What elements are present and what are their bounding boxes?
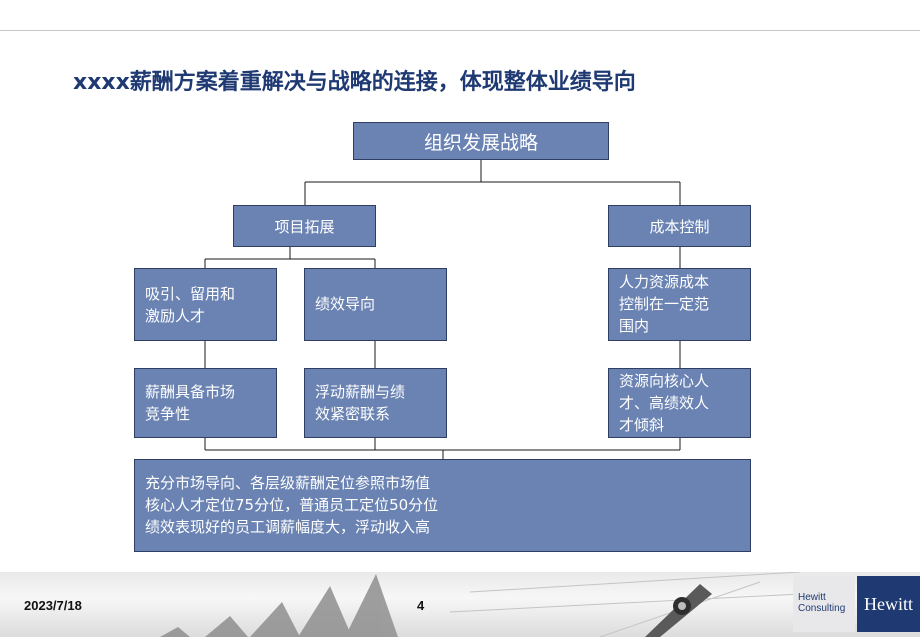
attract-talent-label: 吸引、留用和 激励人才 <box>145 285 236 325</box>
slide-title: xxxx薪酬方案着重解决与战略的连接，体现整体业绩导向 <box>73 70 636 95</box>
performance-orientation-label: 绩效导向 <box>315 295 376 313</box>
hewitt-consulting-logo: Hewitt Consulting <box>793 576 855 632</box>
resource-tilt-box: 资源向核心人 才、高绩效人 才倾斜 <box>608 368 751 438</box>
market-competitive-box: 薪酬具备市场 竞争性 <box>134 368 277 438</box>
page-number: 4 <box>417 598 425 613</box>
attract-talent-box: 吸引、留用和 激励人才 <box>134 268 277 341</box>
hewitt-logo-text: Hewitt <box>864 593 913 614</box>
performance-orientation-box: 绩效导向 <box>304 268 447 341</box>
top-divider <box>0 30 920 31</box>
float-pay-box: 浮动薪酬与绩 效紧密联系 <box>304 368 447 438</box>
footer-band <box>0 572 920 637</box>
hr-cost-box: 人力资源成本 控制在一定范 围内 <box>608 268 751 341</box>
footer-background <box>0 572 920 637</box>
strategy-root-box: 组织发展战略 <box>353 122 609 160</box>
project-expansion-box: 项目拓展 <box>233 205 376 247</box>
footer-bar-chart-graphic <box>160 572 801 637</box>
float-pay-label: 浮动薪酬与绩 效紧密联系 <box>315 383 406 423</box>
hewitt-consulting-text: Hewitt Consulting <box>798 592 846 614</box>
cost-control-box: 成本控制 <box>608 205 751 247</box>
project-expansion-label: 项目拓展 <box>274 217 335 236</box>
hr-cost-label: 人力资源成本 控制在一定范 围内 <box>619 273 710 335</box>
summary-label: 充分市场导向、各层级薪酬定位参照市场值 核心人才定位75分位，普通员工定位50分… <box>145 474 439 536</box>
footer-date: 2023/7/18 <box>24 598 82 613</box>
summary-box: 充分市场导向、各层级薪酬定位参照市场值 核心人才定位75分位，普通员工定位50分… <box>134 459 751 552</box>
strategy-root-label: 组织发展战略 <box>423 131 538 154</box>
hewitt-logo: Hewitt <box>857 576 920 632</box>
resource-tilt-label: 资源向核心人 才、高绩效人 才倾斜 <box>619 372 710 434</box>
market-competitive-label: 薪酬具备市场 竞争性 <box>145 383 236 423</box>
cost-control-label: 成本控制 <box>649 217 710 236</box>
